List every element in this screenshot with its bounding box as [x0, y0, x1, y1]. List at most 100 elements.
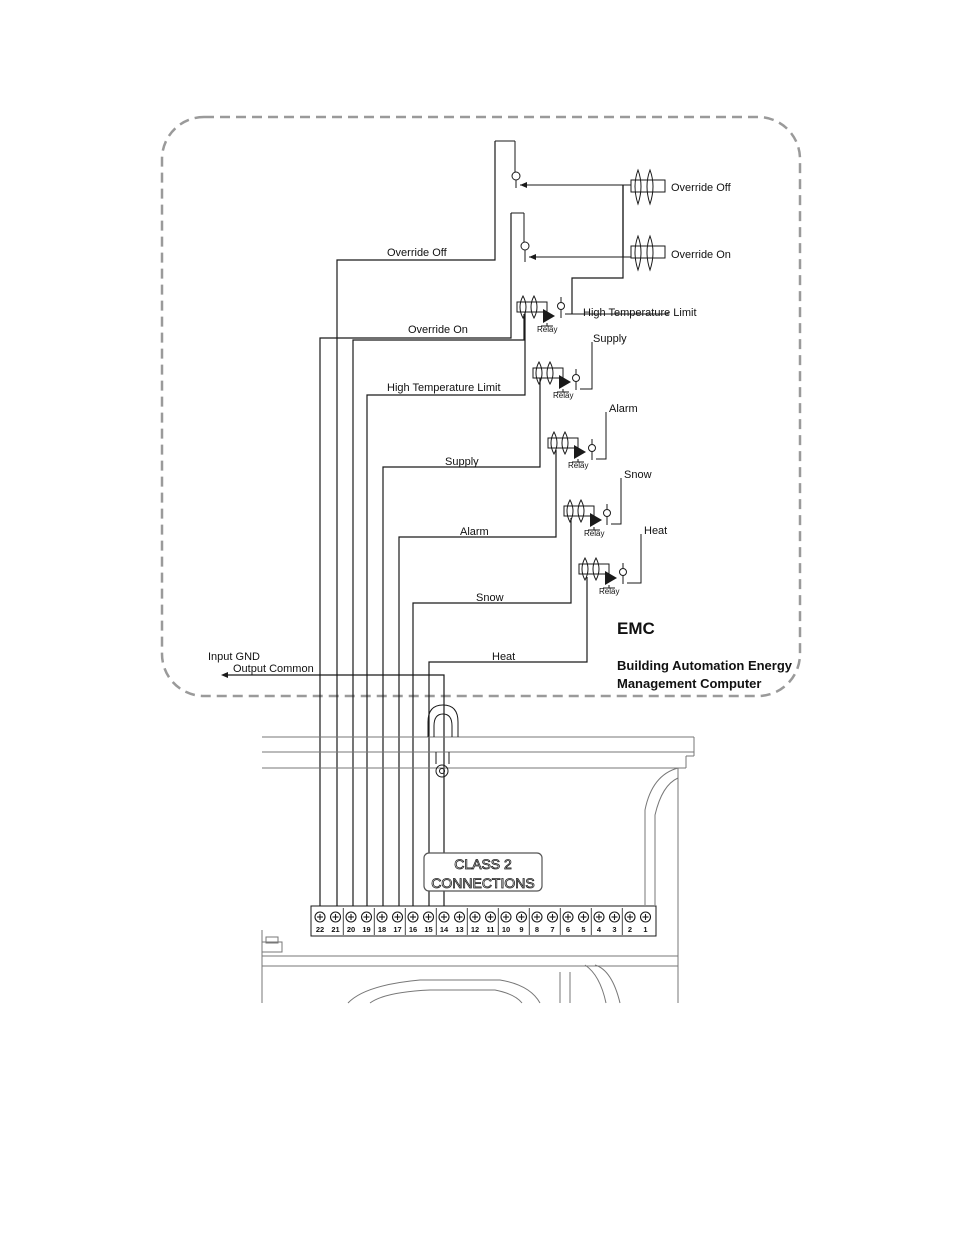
relay-snow-caption: Relay [584, 529, 604, 538]
terminal-7: 7 [546, 911, 559, 934]
terminal-5: 5 [577, 911, 590, 934]
terminal-label: 11 [487, 925, 495, 934]
wire-alarm [398, 450, 557, 906]
emc-subtitle-line2: Management Computer [617, 676, 761, 691]
emc-boundary [160, 115, 802, 698]
relay-heat-caption: Relay [599, 587, 619, 596]
terminal-label: 8 [535, 925, 539, 934]
override-off-switch [495, 140, 631, 188]
relay-alarm: Relay [547, 412, 607, 470]
override-off-switch-label: Override Off [671, 182, 732, 194]
wire-output-common-label: Output Common [233, 663, 314, 675]
wire-override-off-label: Override Off [387, 247, 448, 259]
relay-snow-diode-icon [590, 513, 602, 527]
terminal-3: 3 [608, 911, 621, 934]
terminal-label: 2 [628, 925, 632, 934]
terminal-20: 20 [345, 911, 357, 934]
wire-high-temperature-limit-label: High Temperature Limit [387, 382, 501, 394]
wire-supply-label: Supply [445, 456, 479, 468]
terminal-label: 5 [581, 925, 585, 934]
terminal-10: 10 [500, 911, 512, 934]
override-on-switch [511, 212, 631, 262]
terminal-2: 2 [624, 911, 636, 934]
terminal-11: 11 [484, 911, 497, 934]
relay-supply: Relay [532, 342, 593, 400]
terminal-19: 19 [360, 911, 373, 934]
wire-common-bus [352, 185, 624, 906]
relay-high-temp: Relay [516, 294, 669, 334]
wire-supply [382, 378, 541, 906]
terminal-label: 7 [550, 925, 554, 934]
relay-alarm-caption: Relay [568, 461, 588, 470]
terminal-label: 16 [409, 925, 417, 934]
relay-high-temp-coil-icon [516, 294, 548, 320]
terminal-label: 15 [424, 925, 432, 934]
terminal-4: 4 [593, 911, 605, 934]
terminal-label: 21 [331, 925, 339, 934]
terminal-6: 6 [562, 911, 574, 934]
cable-entry-loop [427, 704, 459, 778]
terminal-8: 8 [531, 911, 543, 934]
wire-heat-label: Heat [492, 651, 515, 663]
relay-supply-coil-icon [532, 360, 564, 386]
terminal-label: 6 [566, 925, 570, 934]
terminal-label: 13 [455, 925, 463, 934]
terminal-16: 16 [407, 911, 419, 934]
terminal-9: 9 [515, 911, 528, 934]
relay-alarm-contact-label: Alarm [609, 403, 638, 415]
terminal-label: 1 [643, 925, 647, 934]
terminal-label: 9 [519, 925, 523, 934]
terminal-17: 17 [391, 911, 404, 934]
terminal-13: 13 [453, 911, 466, 934]
terminal-label: 3 [612, 925, 616, 934]
terminal-18: 18 [376, 911, 388, 934]
terminal-label: 4 [597, 925, 602, 934]
equipment-panel [261, 736, 695, 1004]
wire-override-on [319, 213, 512, 906]
override-on-coil-icon [630, 234, 666, 272]
terminal-21: 21 [329, 911, 342, 934]
terminal-label: 10 [502, 925, 510, 934]
class2-label-line2: CONNECTIONS [431, 875, 534, 891]
relay-heat-contact-label: Heat [644, 525, 667, 537]
terminal-label: 18 [378, 925, 386, 934]
relay-supply-caption: Relay [553, 391, 573, 400]
relay-supply-contact-label: Supply [593, 333, 627, 345]
relay-snow-contact-label: Snow [624, 469, 652, 481]
wire-override-off [336, 141, 496, 906]
wire-override-on-label: Override On [408, 324, 468, 336]
wire-input-gnd-label: Input GND [208, 651, 260, 663]
relay-heat: Relay [578, 534, 642, 596]
emc-title: EMC [617, 619, 655, 638]
override-on-switch-label: Override On [671, 249, 731, 261]
terminal-label: 19 [362, 925, 370, 934]
relay-high-temp-diode-icon [543, 309, 555, 323]
relay-heat-diode-icon [605, 571, 617, 585]
wire-high-temperature-limit [366, 312, 526, 906]
class2-connections-label-box: CLASS 2 CONNECTIONS [423, 852, 543, 892]
relay-snow-coil-icon [563, 498, 595, 524]
wire-snow [412, 518, 572, 906]
relay-high-temp-contact-label: High Temperature Limit [583, 307, 697, 319]
relay-supply-diode-icon [559, 375, 571, 389]
override-off-coil-icon [630, 168, 666, 206]
terminal-22: 22 [314, 911, 326, 934]
terminal-1: 1 [639, 911, 652, 934]
wire-snow-label: Snow [476, 592, 504, 604]
emc-subtitle-line1: Building Automation Energy [617, 658, 793, 673]
relay-heat-coil-icon [578, 556, 610, 582]
terminal-label: 22 [316, 925, 324, 934]
relay-high-temp-caption: Relay [537, 325, 557, 334]
wire-alarm-label: Alarm [460, 526, 489, 538]
wire-heat [428, 577, 588, 906]
terminal-15: 15 [422, 911, 435, 934]
terminal-14: 14 [438, 911, 450, 934]
terminal-12: 12 [469, 911, 481, 934]
relay-alarm-coil-icon [547, 430, 579, 456]
terminal-label: 17 [393, 925, 401, 934]
relay-alarm-diode-icon [574, 445, 586, 459]
relay-snow: Relay [563, 478, 622, 538]
terminal-label: 14 [440, 925, 449, 934]
